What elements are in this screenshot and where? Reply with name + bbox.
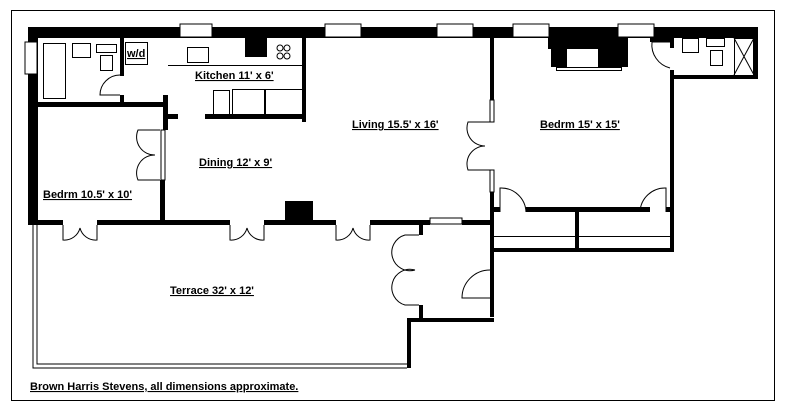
room-label-terrace: Terrace 32' x 12' xyxy=(170,285,254,297)
room-label-living: Living 15.5' x 16' xyxy=(352,119,439,131)
room-label-dining: Dining 12' x 9' xyxy=(199,157,272,169)
room-label-second-bedroom: Bedrm 10.5' x 10' xyxy=(43,189,132,201)
terrace-outline xyxy=(32,225,407,369)
windows xyxy=(24,23,655,75)
doors xyxy=(62,41,671,306)
frame-border xyxy=(11,10,775,401)
room-label-master-bedroom: Bedrm 15' x 15' xyxy=(540,119,620,131)
fixtures xyxy=(43,37,755,237)
walls xyxy=(28,27,758,368)
caption: Brown Harris Stevens, all dimensions app… xyxy=(30,381,298,393)
room-label-washer-dryer: w/d xyxy=(126,48,145,60)
room-label-kitchen: Kitchen 11' x 6' xyxy=(195,70,274,82)
